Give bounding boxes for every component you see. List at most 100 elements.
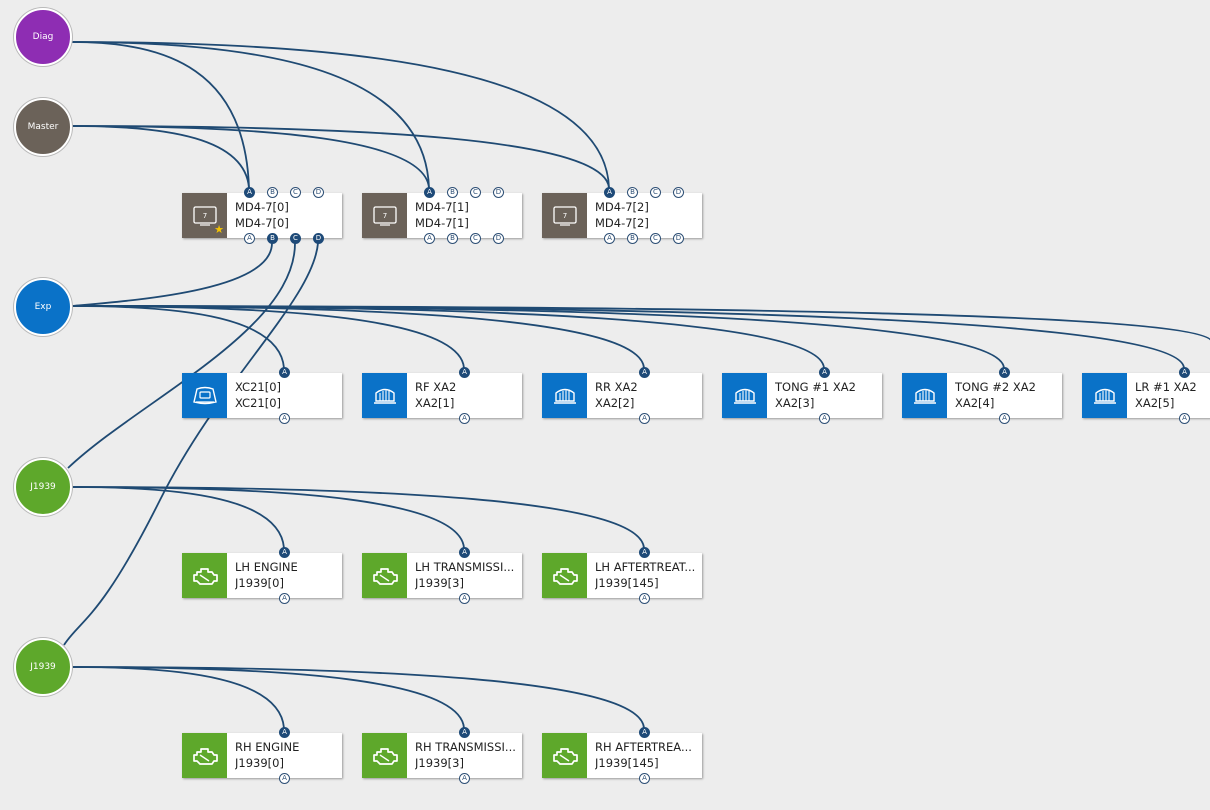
display-b-exp-wire bbox=[71, 242, 273, 307]
engine-icon bbox=[362, 733, 407, 778]
port-bottom-d[interactable]: D bbox=[493, 233, 504, 244]
engine-icon bbox=[542, 733, 587, 778]
port-bottom-a[interactable]: A bbox=[639, 593, 650, 604]
device-address: J1939[3] bbox=[415, 756, 464, 770]
port-bottom-b[interactable]: B bbox=[627, 233, 638, 244]
port-top-a[interactable]: A bbox=[1179, 367, 1190, 378]
port-top-a[interactable]: A bbox=[279, 547, 290, 558]
device-address: XA2[2] bbox=[595, 396, 635, 410]
port-top-d[interactable]: D bbox=[313, 187, 324, 198]
port-bottom-a[interactable]: A bbox=[459, 773, 470, 784]
port-top-a[interactable]: A bbox=[604, 187, 615, 198]
master-wire-1 bbox=[71, 125, 430, 189]
port-bottom-c[interactable]: C bbox=[650, 233, 661, 244]
port-top-a[interactable]: A bbox=[819, 367, 830, 378]
port-top-a[interactable]: A bbox=[999, 367, 1010, 378]
port-bottom-a[interactable]: A bbox=[604, 233, 615, 244]
j1939-device-card-lh-1[interactable]: LH TRANSMISSI...J1939[3] bbox=[362, 553, 522, 598]
exp-device-card-0[interactable]: XC21[0]XC21[0] bbox=[182, 373, 342, 418]
device-address: XA2[3] bbox=[775, 396, 815, 410]
device-labels: MD4-7[0] MD4-7[0] bbox=[227, 193, 341, 238]
port-top-a[interactable]: A bbox=[244, 187, 255, 198]
port-top-c[interactable]: C bbox=[290, 187, 301, 198]
port-top-a[interactable]: A bbox=[639, 367, 650, 378]
bus-label: Exp bbox=[34, 302, 52, 312]
port-top-a[interactable]: A bbox=[424, 187, 435, 198]
port-bottom-a[interactable]: A bbox=[459, 413, 470, 424]
j1939-bus-node-2[interactable]: J1939 bbox=[14, 638, 72, 696]
j1939-bus-node-1[interactable]: J1939 bbox=[14, 458, 72, 516]
device-address: MD4-7[0] bbox=[235, 216, 289, 230]
engine-icon bbox=[182, 553, 227, 598]
svg-text:7: 7 bbox=[382, 212, 386, 220]
port-bottom-b[interactable]: B bbox=[267, 233, 278, 244]
port-bottom-c[interactable]: C bbox=[470, 233, 481, 244]
device-address: XA2[4] bbox=[955, 396, 995, 410]
port-top-c[interactable]: C bbox=[650, 187, 661, 198]
port-top-c[interactable]: C bbox=[470, 187, 481, 198]
port-top-a[interactable]: A bbox=[459, 367, 470, 378]
display-icon: 7 bbox=[362, 193, 407, 238]
port-bottom-a[interactable]: A bbox=[279, 773, 290, 784]
port-bottom-a[interactable]: A bbox=[639, 413, 650, 424]
port-bottom-a[interactable]: A bbox=[819, 413, 830, 424]
port-bottom-a[interactable]: A bbox=[279, 593, 290, 604]
module-icon bbox=[1082, 373, 1127, 418]
device-address: J1939[145] bbox=[595, 576, 659, 590]
port-bottom-a[interactable]: A bbox=[459, 593, 470, 604]
device-address: XA2[1] bbox=[415, 396, 455, 410]
port-bottom-d[interactable]: D bbox=[313, 233, 324, 244]
master-bus-node[interactable]: Master bbox=[14, 98, 72, 156]
port-top-d[interactable]: D bbox=[673, 187, 684, 198]
port-top-a[interactable]: A bbox=[459, 727, 470, 738]
device-address: MD4-7[1] bbox=[415, 216, 469, 230]
port-bottom-a[interactable]: A bbox=[639, 773, 650, 784]
port-top-a[interactable]: A bbox=[459, 547, 470, 558]
port-bottom-a[interactable]: A bbox=[244, 233, 255, 244]
port-bottom-a[interactable]: A bbox=[424, 233, 435, 244]
port-top-a[interactable]: A bbox=[279, 727, 290, 738]
diag-bus-node[interactable]: Diag bbox=[14, 8, 72, 66]
port-top-a[interactable]: A bbox=[639, 547, 650, 558]
exp-wire-offscreen bbox=[71, 305, 1210, 341]
bus-label: J1939 bbox=[30, 482, 56, 492]
j1939-device-card-rh-1[interactable]: RH TRANSMISSI...J1939[3] bbox=[362, 733, 522, 778]
j1939-lh-wire-0 bbox=[71, 486, 285, 549]
port-top-b[interactable]: B bbox=[447, 187, 458, 198]
port-bottom-a[interactable]: A bbox=[1179, 413, 1190, 424]
port-bottom-b[interactable]: B bbox=[447, 233, 458, 244]
display-card-0[interactable]: 7★MD4-7[0]MD4-7[0] bbox=[182, 193, 342, 238]
port-bottom-c[interactable]: C bbox=[290, 233, 301, 244]
diag-wire-2 bbox=[71, 41, 610, 189]
port-top-a[interactable]: A bbox=[279, 367, 290, 378]
j1939-device-card-lh-2[interactable]: LH AFTERTREAT...J1939[145] bbox=[542, 553, 702, 598]
device-name: TONG #2 XA2 bbox=[955, 380, 1036, 394]
port-bottom-d[interactable]: D bbox=[673, 233, 684, 244]
exp-bus-node[interactable]: Exp bbox=[14, 278, 72, 336]
port-bottom-a[interactable]: A bbox=[999, 413, 1010, 424]
device-name: MD4-7[0] bbox=[235, 200, 289, 214]
device-name: TONG #1 XA2 bbox=[775, 380, 856, 394]
port-top-d[interactable]: D bbox=[493, 187, 504, 198]
device-address: J1939[3] bbox=[415, 576, 464, 590]
j1939-device-card-rh-2[interactable]: RH AFTERTREA...J1939[145] bbox=[542, 733, 702, 778]
port-bottom-a[interactable]: A bbox=[279, 413, 290, 424]
device-name: LR #1 XA2 bbox=[1135, 380, 1197, 394]
display-d-j1939-wire bbox=[63, 242, 319, 646]
port-top-b[interactable]: B bbox=[267, 187, 278, 198]
device-address: J1939[145] bbox=[595, 756, 659, 770]
port-top-b[interactable]: B bbox=[627, 187, 638, 198]
port-top-a[interactable]: A bbox=[639, 727, 650, 738]
